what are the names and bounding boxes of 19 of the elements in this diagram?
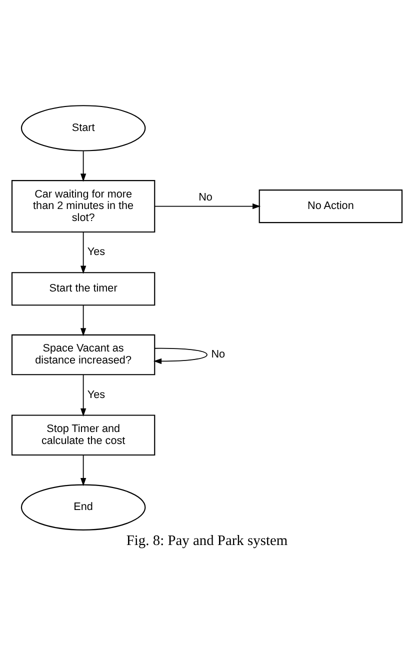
node-box: Car waiting for more than 2 minutes in the slot? xyxy=(11,180,156,232)
node-box: No Action xyxy=(258,188,403,223)
node-box: Start the timer xyxy=(11,272,156,306)
caption: Fig. 8: Pay and Park system xyxy=(126,532,288,549)
node-box: Space Vacant as distance increased? xyxy=(11,334,156,375)
edge-label: No xyxy=(211,348,226,360)
node-ellipse: Start xyxy=(20,104,146,151)
arrow xyxy=(80,454,86,486)
arrow xyxy=(153,347,208,364)
arrow xyxy=(80,231,86,274)
arrow xyxy=(80,374,86,416)
node-ellipse: End xyxy=(20,484,146,530)
edge-label: Yes xyxy=(87,246,106,258)
arrow xyxy=(80,304,86,336)
node-box: Stop Timer and calculate the cost xyxy=(11,414,156,456)
edge-label: No xyxy=(198,190,212,203)
edge-label: Yes xyxy=(87,388,106,400)
arrow xyxy=(154,202,261,209)
arrow xyxy=(80,150,86,182)
